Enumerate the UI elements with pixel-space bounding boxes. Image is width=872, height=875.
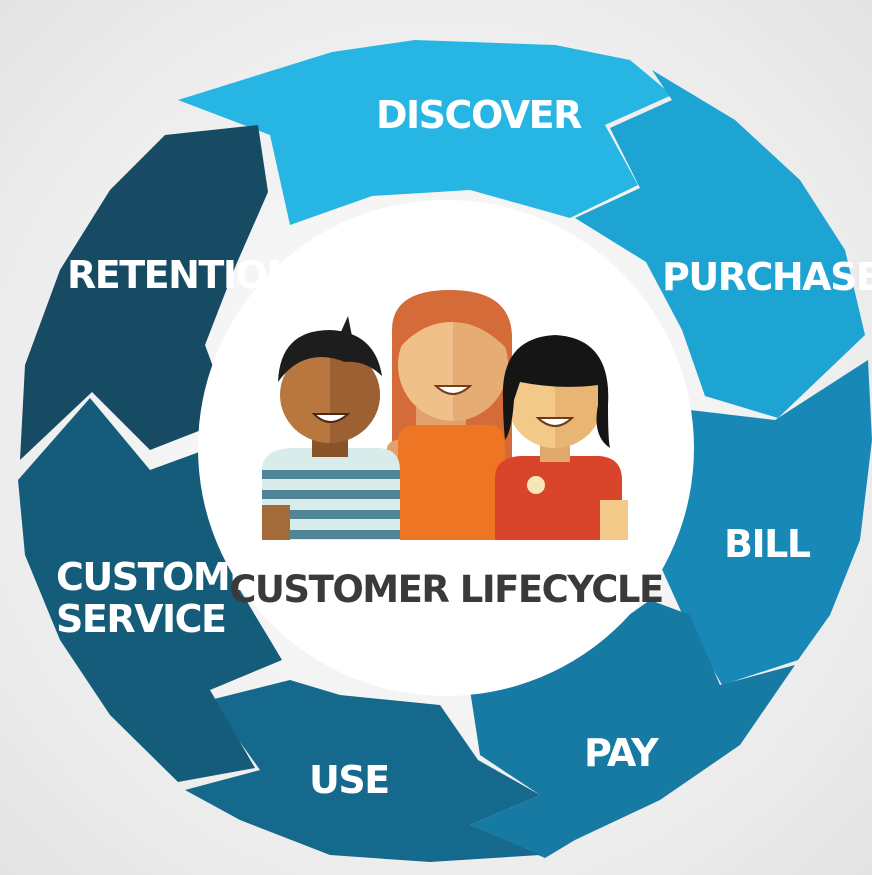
stage-label-bill: BILL xyxy=(724,522,811,566)
cycle-segments xyxy=(18,40,872,862)
stage-label-use: USE xyxy=(309,758,389,802)
segment-discover xyxy=(178,40,672,225)
center-title: CUSTOMER LIFECYCLE xyxy=(229,568,663,611)
people-illustration xyxy=(262,290,628,540)
boy-figure xyxy=(262,316,400,540)
segment-purchase xyxy=(575,70,865,418)
stage-label-purchase: PURCHASE xyxy=(662,255,872,299)
stage-label-discover: DISCOVER xyxy=(376,93,582,137)
stage-label-pay: PAY xyxy=(584,731,659,775)
girl-figure xyxy=(495,335,628,540)
segment-bill xyxy=(660,360,872,685)
woman-figure xyxy=(386,290,512,540)
segment-use xyxy=(185,680,540,862)
segment-retention xyxy=(20,125,268,460)
flower-icon xyxy=(527,476,545,494)
stage-label-customer-service-line2: SERVICE xyxy=(56,597,225,641)
